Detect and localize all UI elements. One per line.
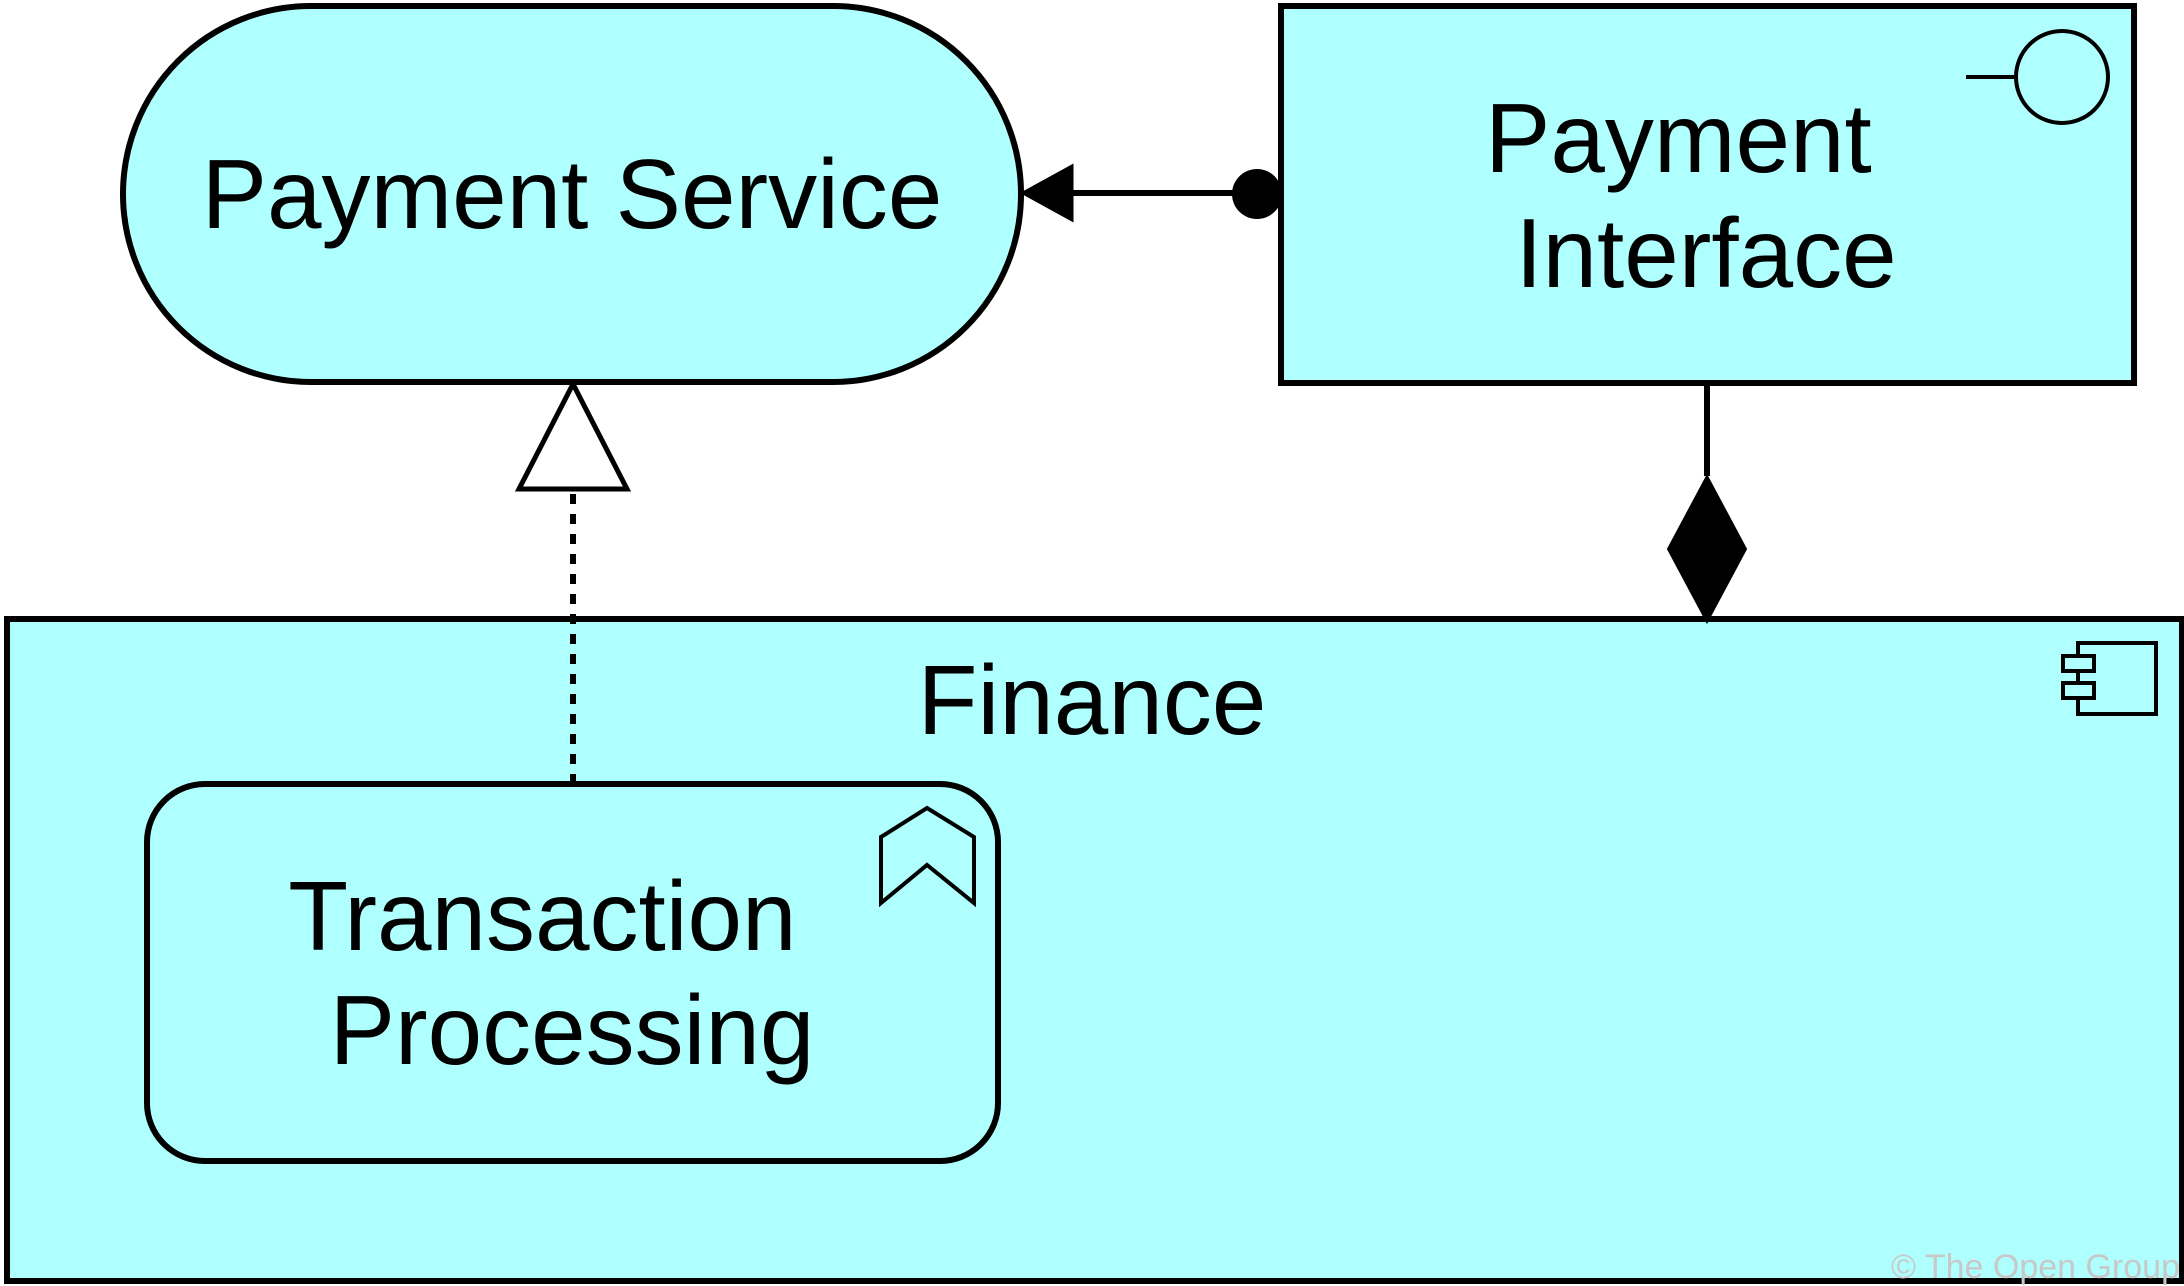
payment-interface-label-line2: Interface (1515, 198, 1896, 308)
assignment-arrowhead (1019, 163, 1074, 223)
interface-icon (1966, 29, 2110, 125)
transaction-processing-label: Transaction Processing (288, 861, 824, 1085)
payment-interface-box (1278, 3, 2137, 386)
function-icon (879, 805, 976, 908)
payment-service-label: Payment Service (202, 139, 943, 249)
composition-relationship[interactable] (1666, 383, 1748, 625)
transaction-processing-function[interactable]: Transaction Processing (144, 781, 1001, 1164)
payment-interface-label: Payment Interface (1485, 83, 1899, 308)
realization-arrowhead (514, 378, 632, 492)
assignment-relationship[interactable] (1019, 163, 1282, 223)
realization-relationship[interactable] (514, 378, 632, 784)
payment-service-box (120, 3, 1024, 385)
transaction-processing-label-line2: Processing (330, 975, 815, 1085)
composition-diamond (1666, 473, 1748, 625)
transaction-processing-label-line1: Transaction (288, 861, 796, 971)
copyright-watermark: © The Open Group (1891, 1248, 2180, 1286)
finance-component-label: Finance (918, 645, 1267, 755)
transaction-processing-box (144, 781, 1001, 1164)
payment-service[interactable]: Payment Service (120, 3, 1024, 385)
payment-interface[interactable]: Payment Interface (1278, 3, 2137, 386)
payment-interface-label-line1: Payment (1485, 83, 1872, 193)
assignment-dot (1232, 169, 1282, 219)
component-icon (2061, 641, 2158, 716)
